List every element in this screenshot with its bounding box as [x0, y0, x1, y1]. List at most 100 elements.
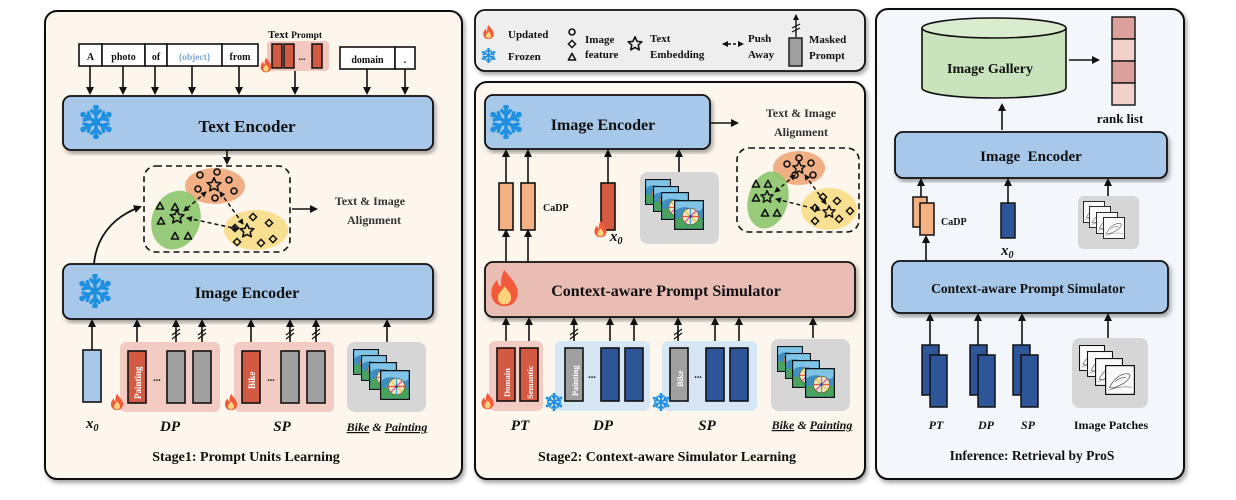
- semantic-prompt-group: Bike ...: [225, 342, 334, 412]
- x0-label: x0: [85, 416, 99, 434]
- legend-image-feature-label: feature: [585, 49, 619, 61]
- dp-label: DP: [159, 419, 181, 435]
- semantic-prompt-unit: [729, 347, 749, 402]
- token-box: [221, 43, 259, 67]
- x0-token: [1000, 202, 1016, 239]
- domain-prompt-unit: [600, 347, 620, 402]
- pt-label: PT: [511, 418, 530, 434]
- text-prompt-group: Text Prompt ...: [260, 29, 329, 73]
- x0-token: [600, 182, 616, 231]
- semantic-prompt-unit-label: Bike: [247, 371, 257, 389]
- images-caption: Bike & Painting: [346, 420, 428, 434]
- stage1-title: Stage1: Prompt Units Learning: [152, 450, 340, 465]
- rank-list-label: rank list: [1097, 111, 1144, 126]
- x0-label: x0: [1000, 243, 1014, 261]
- stage2-image-encoder-block: Image Encoder: [484, 94, 711, 150]
- sp-label: SP: [698, 418, 716, 434]
- legend-masked-prompt-label: Masked: [809, 34, 846, 46]
- inference-simulator-block: Context-aware Prompt Simulator: [891, 260, 1169, 314]
- dp-stack: [969, 344, 996, 408]
- alignment-label: Text & Image: [335, 194, 406, 208]
- x0-token: [82, 349, 102, 403]
- text-encoder-label: Text Encoder: [198, 117, 296, 136]
- legend-text-embedding-label: Text: [650, 33, 671, 45]
- gallery-label: Image Gallery: [947, 62, 1033, 77]
- masked-prompt-unit: [192, 350, 212, 404]
- sp-label: SP: [1021, 418, 1036, 432]
- token-text: A: [87, 52, 95, 63]
- domain-prompt-unit: [127, 350, 147, 404]
- inference-image-encoder-block: Image Encoder: [894, 131, 1168, 179]
- alignment-label: Alignment: [774, 125, 828, 139]
- cadp-label: CaDP: [941, 217, 967, 228]
- inference-panel: Image Gallery rank list Image Encoder Ca…: [875, 8, 1185, 480]
- legend-image-feature-label: Image: [585, 34, 614, 46]
- legend-push-away-label: Push: [748, 33, 771, 45]
- masked-prompt-unit: [306, 350, 326, 404]
- images-caption: Bike & Painting: [771, 418, 853, 432]
- legend: Updated Frozen Image feature Text Embedd…: [474, 9, 866, 72]
- masked-prompt-unit: [280, 350, 300, 404]
- sp-label: SP: [273, 419, 291, 435]
- rank-list: [1111, 16, 1136, 106]
- image-gallery-database: Image Gallery: [921, 17, 1067, 99]
- pt-domain-label: Domain: [502, 368, 512, 397]
- embedding-space-cluster: [736, 147, 860, 233]
- learnable-prompt-token: [271, 43, 283, 69]
- image-patches-label: Image Patches: [1074, 418, 1149, 432]
- domain-prompt-unit-label: Painting: [133, 366, 143, 399]
- text-prompt-label: Text Prompt: [268, 29, 323, 41]
- pt-domain-unit: [496, 347, 516, 402]
- masked-prompt-unit: [669, 347, 689, 402]
- token-text: from: [230, 52, 252, 63]
- pt-stack: [921, 344, 948, 408]
- legend-frozen-label: Frozen: [508, 51, 541, 63]
- alignment-label: Text & Image: [766, 106, 837, 120]
- domain-prompt-unit-label: Painting: [570, 365, 580, 396]
- cadp-label: CaDP: [543, 203, 569, 214]
- cadp-stack: [912, 196, 935, 236]
- rank-list-item: [1111, 38, 1136, 62]
- image-encoder-label: Image Encoder: [195, 285, 299, 302]
- rank-list-item: [1111, 60, 1136, 84]
- prompt-template-tokens: A photo of {object} from domain .: [78, 43, 416, 70]
- embedding-space-cluster: [143, 165, 291, 253]
- image-encoder-label: Image Encoder: [980, 149, 1082, 165]
- inference-title: Inference: Retrieval by ProS: [950, 448, 1115, 463]
- semantic-prompt-unit: [241, 350, 261, 404]
- semantic-prompt-group: Bike ...: [652, 341, 757, 411]
- x0-label: x0: [609, 229, 623, 247]
- sketch-images-stack: [1078, 196, 1139, 249]
- dp-label: DP: [977, 418, 995, 432]
- ellipsis: ...: [694, 370, 702, 381]
- stage2-title: Stage2: Context-aware Simulator Learning: [538, 450, 796, 465]
- learnable-prompt-token: [311, 43, 323, 69]
- alignment-label: Alignment: [347, 213, 401, 227]
- ellipsis: ...: [267, 373, 275, 384]
- cadp-token: [520, 182, 536, 231]
- pt-label: PT: [929, 418, 944, 432]
- semantic-prompt-unit-label: Bike: [675, 370, 685, 387]
- push-away-arrows: [183, 191, 244, 231]
- masked-prompt-unit: [166, 350, 186, 404]
- context-aware-prompt-simulator-block: Context-aware Prompt Simulator: [484, 261, 856, 318]
- mask-hatches: [569, 328, 683, 340]
- learnable-prompt-token: [283, 43, 295, 69]
- dp-label: DP: [592, 418, 614, 434]
- image-encoder-label: Image Encoder: [551, 117, 655, 134]
- masked-prompt-unit: [564, 347, 584, 402]
- token-text: photo: [111, 52, 135, 63]
- mask-hatches: [171, 328, 321, 340]
- legend-masked-prompt-label: Prompt: [809, 50, 845, 62]
- ellipsis: ...: [153, 373, 161, 384]
- sp-stack: [1012, 344, 1039, 408]
- token-text: .: [404, 55, 407, 66]
- text-encoder-block: Text Encoder: [62, 95, 434, 151]
- stage1-panel: A photo of {object} from domain . Text P…: [44, 10, 463, 480]
- token-object-placeholder: {object}: [178, 53, 211, 63]
- rank-list-item: [1111, 16, 1136, 40]
- painting-images-stack: [640, 172, 719, 244]
- image-encoder-block: Image Encoder: [62, 263, 434, 320]
- masked-prompt-icon: [788, 37, 803, 67]
